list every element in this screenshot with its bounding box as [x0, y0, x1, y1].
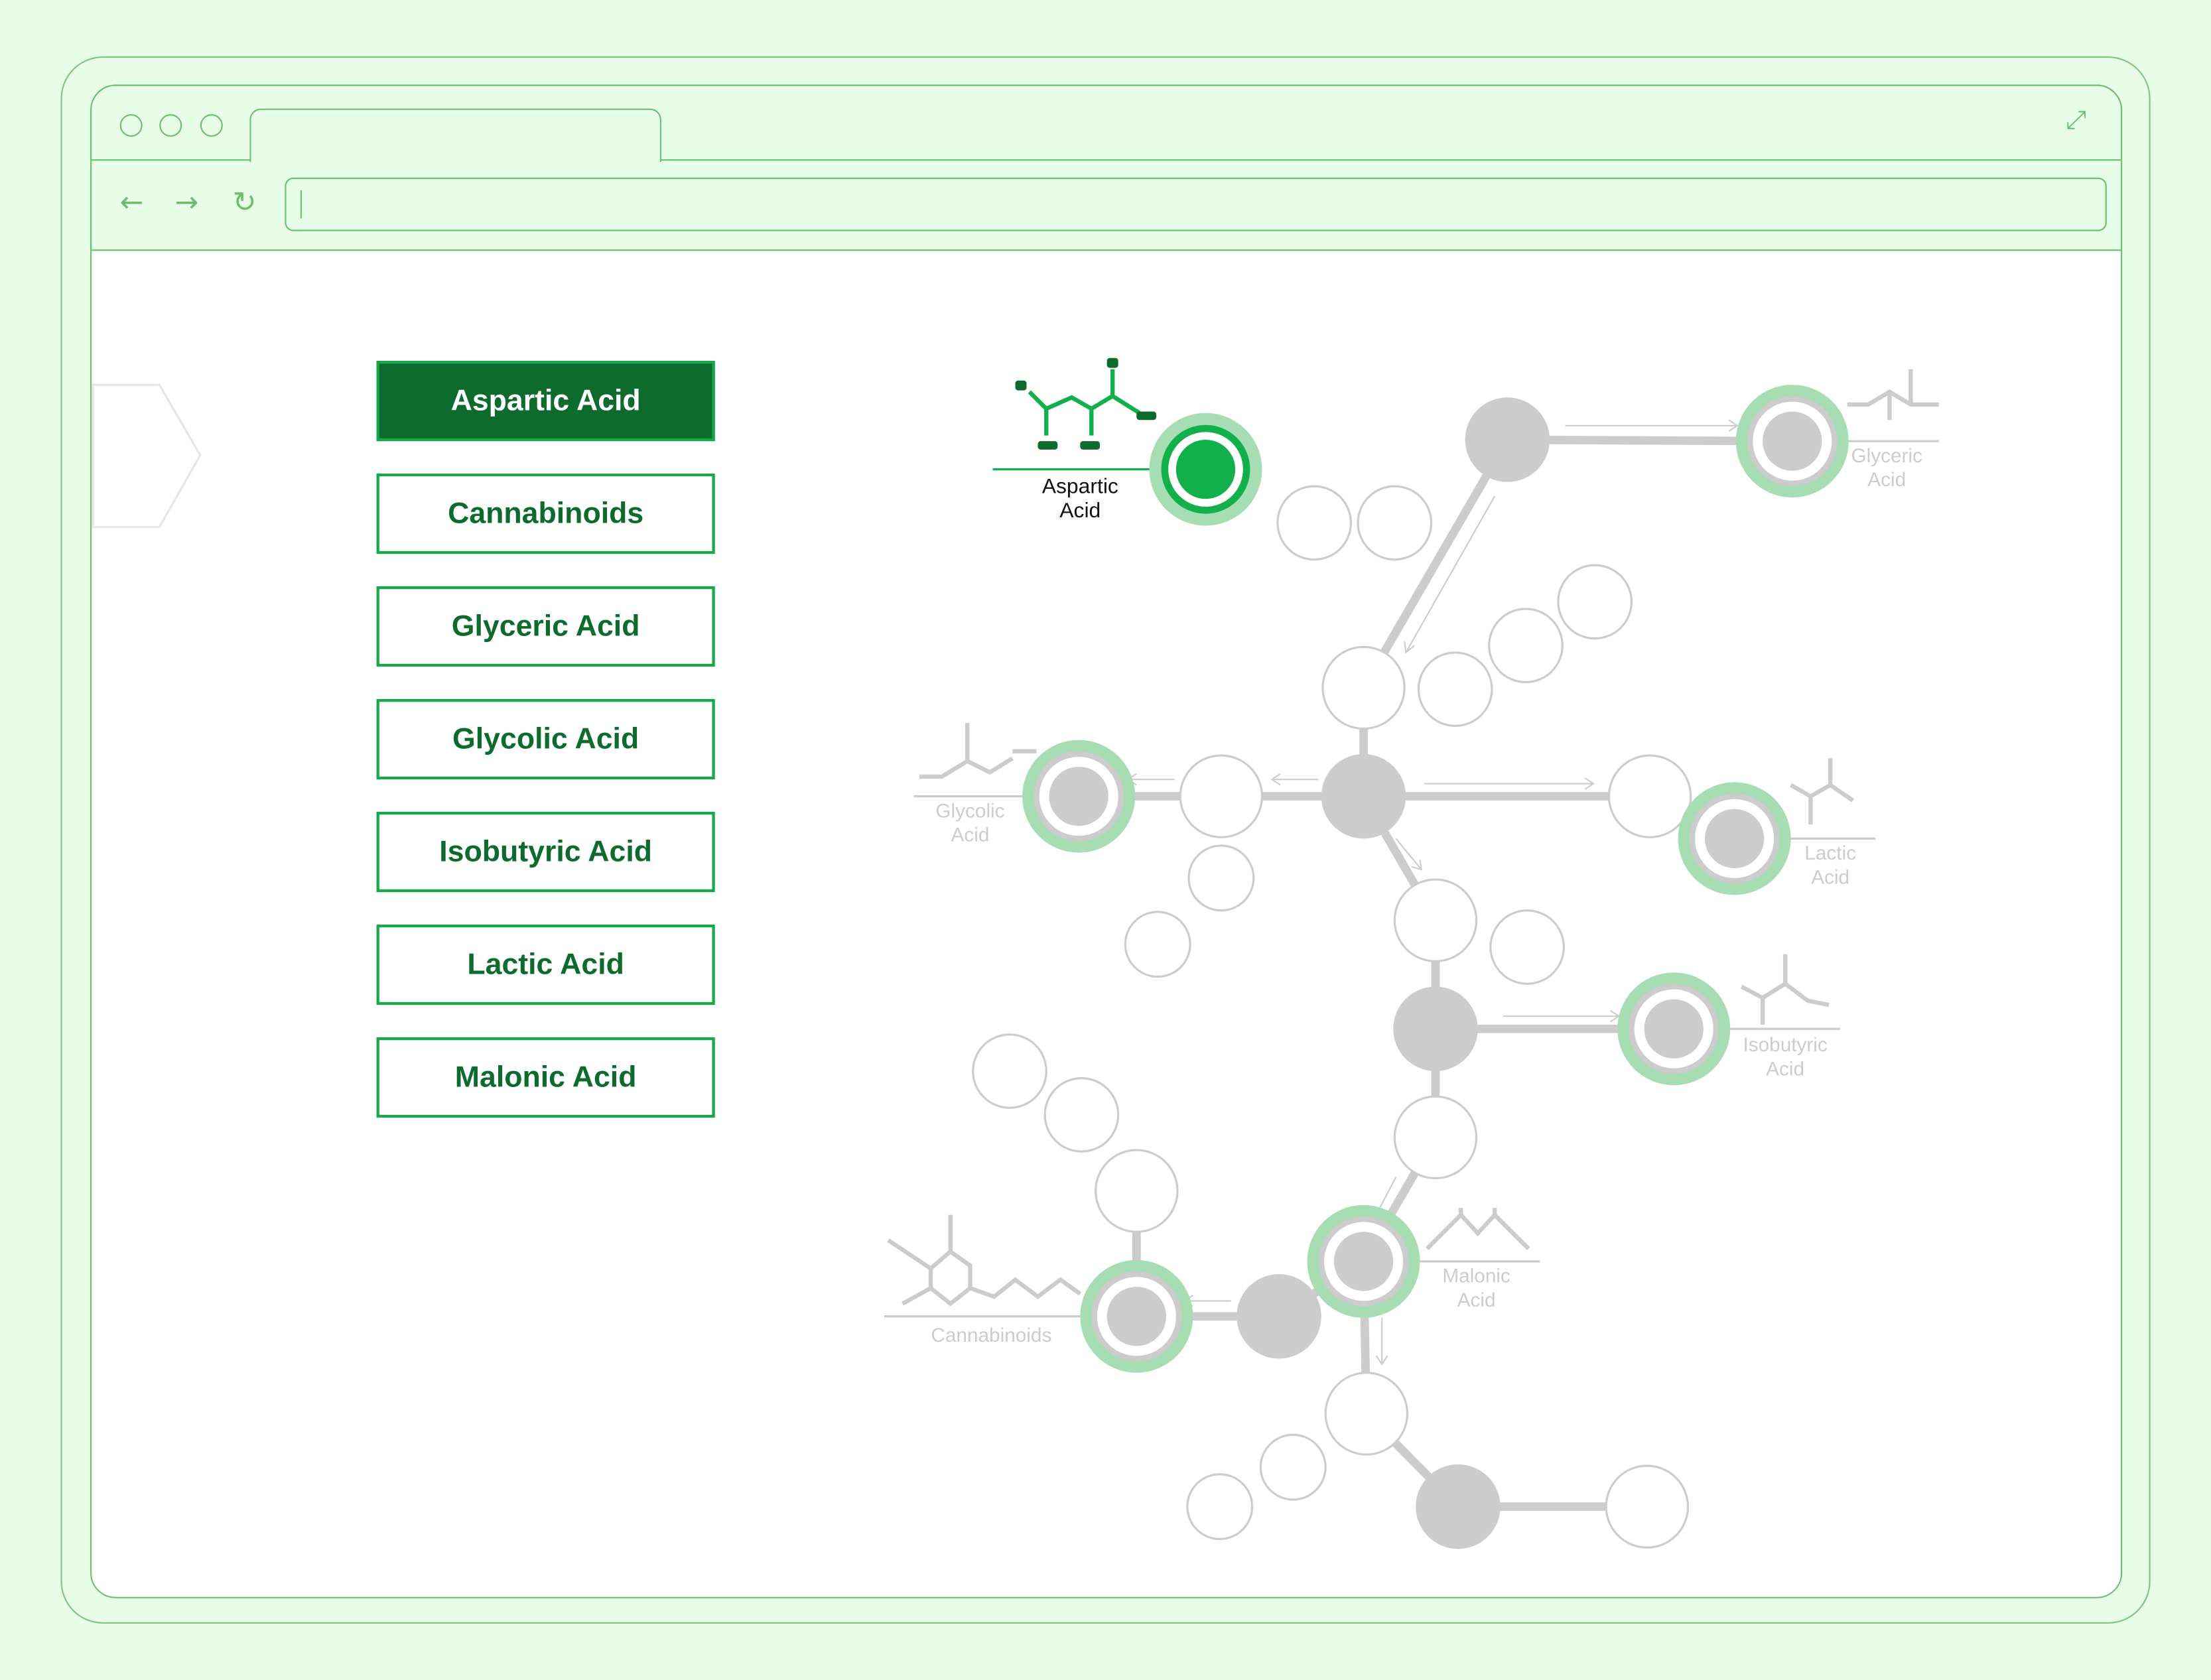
menu-button-glyceric-acid[interactable]: Glyceric Acid: [376, 586, 715, 667]
label-cannabinoids: Cannabinoids: [931, 1325, 1051, 1346]
text-caret: [300, 190, 302, 219]
menu-button-malonic-acid[interactable]: Malonic Acid: [376, 1037, 715, 1118]
window-maximize-button[interactable]: [200, 114, 223, 137]
label-malonic-line2: Acid: [1457, 1289, 1496, 1311]
browser-tab[interactable]: [249, 108, 661, 162]
empty-nodes: [972, 485, 1692, 1549]
label-malonic-line1: Malonic: [1442, 1265, 1510, 1287]
menu-button-cannabinoids[interactable]: Cannabinoids: [376, 474, 715, 554]
label-aspartic-line1: Aspartic: [1042, 474, 1118, 498]
window-minimize-button[interactable]: [159, 114, 182, 137]
label-lactic-line1: Lactic: [1804, 842, 1856, 864]
node-glycolic-acid[interactable]: Glycolic Acid: [913, 723, 1136, 853]
address-bar[interactable]: [285, 177, 2107, 231]
label-glycolic-line2: Acid: [951, 824, 990, 846]
label-glycolic-line1: Glycolic: [935, 801, 1004, 822]
label-lactic-line2: Acid: [1811, 866, 1849, 888]
reload-icon[interactable]: ↻: [232, 184, 257, 219]
label-glyceric-line2: Acid: [1867, 469, 1906, 491]
menu-button-isobutyric-acid[interactable]: Isobutyric Acid: [376, 812, 715, 893]
node-cannabinoids[interactable]: Cannabinoids: [884, 1214, 1193, 1373]
forward-icon[interactable]: →: [174, 184, 199, 219]
window-close-button[interactable]: [119, 114, 143, 137]
aspartic-molecule-icon: [1015, 357, 1157, 450]
hub-nodes: [1237, 397, 1550, 1549]
label-isobutyric-line1: Isobutyric: [1743, 1034, 1827, 1056]
label-isobutyric-line2: Acid: [1766, 1058, 1804, 1080]
device-frame: [60, 56, 2151, 1624]
flow-arrows: [1126, 419, 1739, 1366]
tab-bar-divider: [92, 159, 2121, 161]
menu-button-aspartic-acid[interactable]: Aspartic Acid: [376, 361, 715, 442]
menu-button-lactic-acid[interactable]: Lactic Acid: [376, 925, 715, 1005]
label-aspartic-line2: Acid: [1059, 498, 1101, 522]
node-aspartic-acid[interactable]: Aspartic Acid: [992, 357, 1262, 526]
expand-icon[interactable]: ⤢: [2066, 105, 2086, 135]
label-glyceric-line1: Glyceric: [1851, 445, 1922, 467]
back-icon[interactable]: ←: [119, 184, 144, 219]
node-lactic-acid[interactable]: Lactic Acid: [1678, 758, 1876, 895]
node-glyceric-acid[interactable]: Glyceric Acid: [1735, 369, 1939, 498]
node-isobutyric-acid[interactable]: Isobutyric Acid: [1617, 954, 1841, 1086]
decor-hexagon: [92, 383, 202, 529]
node-malonic-acid[interactable]: Malonic Acid: [1307, 1204, 1540, 1318]
menu-button-glycolic-acid[interactable]: Glycolic Acid: [376, 699, 715, 780]
